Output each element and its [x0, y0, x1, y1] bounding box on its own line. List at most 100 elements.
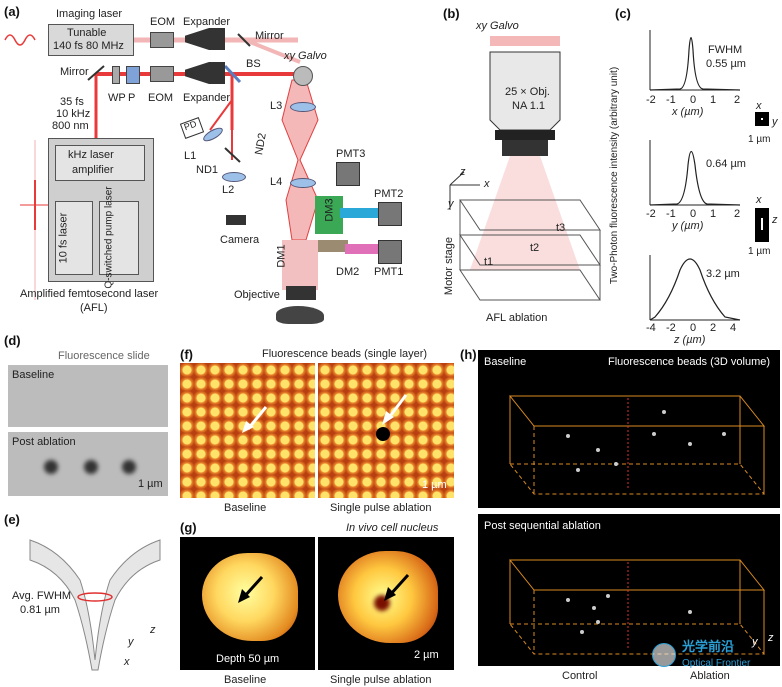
- c-sq2-z: z: [772, 214, 778, 226]
- c-v3: 3.2 µm: [706, 268, 740, 280]
- panel-b-drawing: [449, 36, 601, 301]
- c-tick-1-3: 1: [710, 94, 717, 106]
- g-scale: 2 µm: [414, 649, 439, 661]
- panel-tag-g: (g): [180, 520, 197, 535]
- h-post-box: [508, 559, 766, 655]
- c-sq1-x: x: [756, 100, 762, 112]
- e-axis-x: x: [124, 656, 130, 668]
- e-surface-plot: [29, 539, 161, 671]
- f-baseline-image: [180, 363, 315, 498]
- panel-tag-a: (a): [4, 4, 20, 19]
- afl-abbrev: (AFL): [80, 302, 108, 314]
- dm1-label: DM1: [275, 244, 288, 268]
- camera-body: [226, 215, 246, 225]
- l2-label: L2: [222, 184, 235, 196]
- wp-label: WP: [108, 92, 126, 104]
- expander-bottom: [185, 62, 225, 84]
- c-tick-3-1: -2: [666, 322, 676, 334]
- g-left-label: Baseline: [224, 674, 267, 686]
- pulse-10khz: 10 kHz: [56, 108, 91, 120]
- watermark-logo-icon: [652, 643, 676, 667]
- d-baseline-label: Baseline: [12, 369, 55, 381]
- f-title: Fluorescence beads (single layer): [262, 348, 428, 360]
- e-axis-z: z: [150, 624, 156, 636]
- e-fwhm-value: 0.81 µm: [20, 604, 60, 616]
- qswitch-label: Q-switched pump laser: [103, 186, 115, 289]
- c-tick-1-0: -2: [646, 94, 656, 106]
- d-baseline-image: Baseline: [8, 365, 168, 427]
- dm3-label: DM3: [323, 198, 336, 222]
- b-t1: t1: [484, 256, 494, 268]
- afl-box: kHz laser amplifier 10 fs laser Q-switch…: [48, 138, 154, 289]
- b-axis-z: z: [460, 166, 466, 178]
- pmt1-box: [378, 240, 402, 264]
- pmt3-box: [336, 162, 360, 186]
- tunable-laser-box: Tunable 140 fs 80 MHz: [48, 24, 134, 56]
- c-tick-3-0: -4: [646, 322, 656, 334]
- f-ablation-spot: [376, 427, 390, 441]
- b-axis-x: x: [484, 178, 490, 190]
- objective-label: Objective: [234, 289, 280, 301]
- f-scale: 1 µm: [422, 479, 447, 491]
- panel-tag-e: (e): [4, 512, 20, 527]
- eom-top-label: EOM: [150, 16, 176, 28]
- c-tick-2-4: 2: [734, 208, 741, 220]
- h-baseline-box: [508, 395, 766, 495]
- c-tick-2-0: -2: [646, 208, 656, 220]
- p-label: P: [128, 92, 136, 104]
- pulse-800nm: 800 nm: [52, 120, 89, 132]
- b-na-label: NA 1.1: [512, 100, 546, 112]
- tunable-label: Tunable: [67, 27, 107, 39]
- d-title: Fluorescence slide: [58, 350, 150, 362]
- dm2-label: DM2: [336, 266, 360, 278]
- fs10-box: 10 fs laser: [55, 201, 93, 275]
- eom-top: [150, 32, 174, 48]
- l3-label: L3: [270, 100, 283, 112]
- expander-bottom-label: Expander: [183, 92, 231, 104]
- h-baseline-label: Baseline: [484, 356, 527, 368]
- c-v2: 0.64 µm: [706, 158, 746, 170]
- g-arrow-right: [384, 573, 410, 601]
- d-post-image: Post ablation 1 µm: [8, 432, 168, 496]
- panel-tag-b: (b): [443, 6, 460, 21]
- c-sq1-y: y: [772, 116, 778, 128]
- b-t2: t2: [530, 242, 540, 254]
- g-title: In vivo cell nucleus: [346, 522, 439, 534]
- c-tick-2-3: 1: [710, 208, 717, 220]
- mirror-left-label: Mirror: [60, 66, 89, 78]
- e-fwhm-label: Avg. FWHM: [12, 590, 72, 602]
- l1-label: L1: [184, 150, 197, 162]
- panel-tag-h: (h): [460, 347, 477, 362]
- pmt2-box: [378, 202, 402, 226]
- pulse-35fs: 35 fs: [60, 96, 84, 108]
- c-xlabel-3: z (µm): [674, 334, 706, 346]
- b-obj-label: 25 × Obj.: [505, 86, 550, 98]
- xy-galvo-label: xy Galvo: [284, 50, 327, 62]
- g-arrow-left: [238, 575, 264, 603]
- f-left-label: Baseline: [224, 502, 267, 514]
- c-tick-1-4: 2: [734, 94, 741, 106]
- h-axis-y: y: [752, 636, 758, 648]
- waveplate: [112, 66, 120, 84]
- panel-tag-c: (c): [615, 6, 631, 21]
- camera-label: Camera: [220, 234, 260, 246]
- e-axis-y: y: [128, 636, 134, 648]
- panel-tag-d: (d): [4, 333, 21, 348]
- c-tick-2-2: 0: [690, 208, 697, 220]
- h-post-label: Post sequential ablation: [484, 520, 601, 532]
- imaging-laser-label: Imaging laser: [56, 8, 123, 20]
- c-ylabel: Two-Photon fluorescence intensity (arbit…: [609, 66, 621, 285]
- pmt2-label: PMT2: [374, 188, 404, 200]
- c-sq1-scale: 1 µm: [748, 134, 771, 145]
- c-sq2-scale: 1 µm: [748, 246, 771, 257]
- g-right-label: Single pulse ablation: [330, 674, 432, 686]
- panel-tag-f: (f): [180, 347, 193, 362]
- f-ablation-image: 1 µm: [318, 363, 454, 498]
- c-tick-1-2: 0: [690, 94, 697, 106]
- nd1-label: ND1: [196, 164, 219, 176]
- lens-l2: [222, 172, 246, 182]
- f-arrow-left: [242, 406, 268, 433]
- afl-label: Amplified femtosecond laser: [20, 288, 159, 300]
- h-baseline-image: Baseline Fluorescence beads (3D volume): [478, 350, 780, 508]
- eom-bottom-label: EOM: [148, 92, 174, 104]
